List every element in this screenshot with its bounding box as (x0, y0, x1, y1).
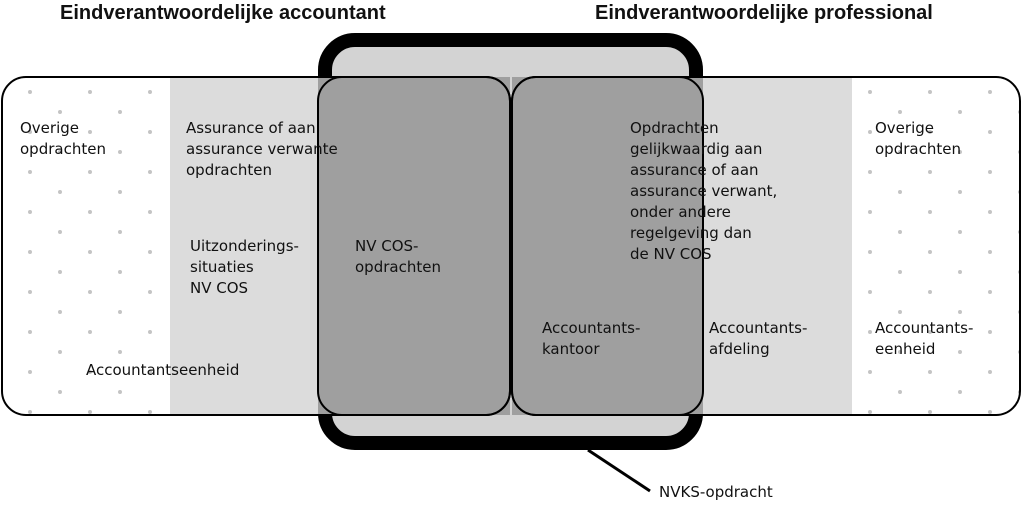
right-center-overlap (512, 77, 703, 415)
equivalent-label: Opdrachten gelijkwaardig aan assurance o… (630, 119, 778, 263)
right-heading: Eindverantwoordelijke professional (595, 2, 933, 24)
right-other-band (852, 77, 1020, 415)
right-unit-label: Accountants- eenheid (875, 319, 974, 358)
left-center-overlap (318, 77, 510, 415)
callout-line (587, 448, 651, 493)
left-other-band (2, 77, 170, 415)
left-panel-outline (1, 76, 511, 416)
nvcos-label: NV COS- opdrachten (355, 237, 441, 276)
right-other-label: Overige opdrachten (875, 119, 961, 158)
left-other-label: Overige opdrachten (20, 119, 106, 158)
left-assurance-label: Assurance of aan assurance verwante opdr… (186, 119, 338, 179)
left-heading: Eindverantwoordelijke accountant (60, 2, 386, 24)
left-unit-label: Accountantseenheid (86, 361, 240, 379)
nvks-callout-label: NVKS-opdracht (659, 483, 773, 501)
department-label: Accountants- afdeling (709, 319, 808, 358)
exceptions-label: Uitzonderings- situaties NV COS (190, 237, 299, 297)
office-label: Accountants- kantoor (542, 319, 641, 358)
right-panel-outline (511, 76, 1021, 416)
